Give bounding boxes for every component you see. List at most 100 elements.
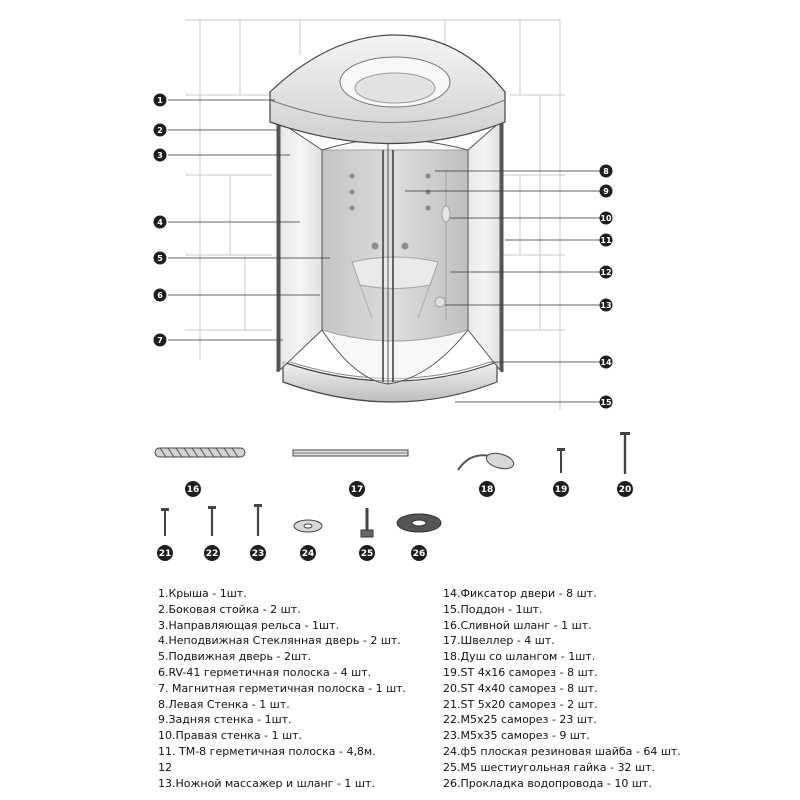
- callout-badge: 3: [153, 148, 167, 162]
- callout-badge: 12: [599, 265, 613, 279]
- legend-item: 26.Прокладка водопровода - 10 шт.: [443, 776, 652, 790]
- legend-item: 12: [158, 760, 172, 774]
- legend-item: 10.Правая стенка - 1 шт.: [158, 729, 303, 743]
- svg-text:22: 22: [206, 549, 219, 559]
- legend-item: 23.M5x35 саморез - 9 шт.: [443, 729, 590, 743]
- part-badge: 26: [411, 545, 427, 561]
- svg-text:11: 11: [600, 236, 612, 245]
- svg-text:17: 17: [351, 485, 364, 495]
- svg-text:8: 8: [603, 167, 609, 176]
- part-badge: 22: [204, 545, 220, 561]
- svg-text:23: 23: [252, 549, 265, 559]
- hand-shower-icon: [457, 452, 515, 471]
- legend-item: 24.ф5 плоская резиновая шайба - 64 шт.: [443, 744, 681, 758]
- callouts-right: 8 9 10 11 12 13 14 15: [599, 164, 613, 409]
- part-badge: 17: [349, 481, 365, 497]
- svg-text:15: 15: [600, 398, 612, 407]
- legend-item: 5.Подвижная дверь - 2шт.: [158, 650, 311, 664]
- channel-profile-icon: [292, 449, 409, 457]
- callout-badge: 6: [153, 288, 167, 302]
- legend-item: 21.ST 5x20 саморез - 2 шт.: [443, 697, 598, 711]
- callout-badge: 11: [599, 233, 613, 247]
- legend-item: 18.Душ со шлангом - 1шт.: [443, 650, 596, 664]
- callout-badge: 13: [599, 298, 613, 312]
- screw-icon: [161, 508, 169, 536]
- screw-icon: [208, 506, 216, 536]
- svg-text:9: 9: [603, 187, 609, 196]
- svg-text:19: 19: [555, 485, 568, 495]
- svg-text:4: 4: [157, 218, 163, 227]
- parts-list-left: 1.Крыша - 1шт. 2.Боковая стойка - 2 шт. …: [158, 586, 406, 791]
- legend-item: 13.Ножной массажер и шланг - 1 шт.: [158, 776, 375, 790]
- callout-badge: 15: [599, 395, 613, 409]
- part-badge: 18: [479, 481, 495, 497]
- legend-item: 9.Задняя стенка - 1шт.: [158, 713, 292, 727]
- callout-badge: 4: [153, 215, 167, 229]
- callout-badge: 8: [599, 164, 613, 178]
- svg-text:25: 25: [361, 549, 374, 559]
- legend-item: 22.M5x25 саморез - 23 шт.: [443, 713, 597, 727]
- svg-text:16: 16: [187, 485, 200, 495]
- svg-text:1: 1: [157, 96, 163, 105]
- legend-item: 19.ST 4x16 саморез - 8 шт.: [443, 665, 598, 679]
- legend-item: 2.Боковая стойка - 2 шт.: [158, 602, 301, 616]
- legend-item: 20.ST 4x40 саморез - 8 шт.: [443, 681, 598, 695]
- svg-text:26: 26: [413, 549, 426, 559]
- screw-icon: [557, 448, 565, 473]
- part-badge: 25: [359, 545, 375, 561]
- part-badge: 19: [553, 481, 569, 497]
- legend-item: 1.Крыша - 1шт.: [158, 587, 247, 600]
- legend-item: 11. ТМ-8 герметичная полоска - 4,8м.: [158, 744, 376, 758]
- legend-item: 15.Поддон - 1шт.: [443, 602, 543, 616]
- part-badge: 20: [617, 481, 633, 497]
- callout-badge: 14: [599, 355, 613, 369]
- callout-badge: 9: [599, 184, 613, 198]
- legend-item: 16.Сливной шланг - 1 шт.: [443, 618, 592, 632]
- svg-text:6: 6: [157, 291, 163, 300]
- long-screw-icon: [620, 432, 630, 474]
- callouts-left: 1 2 3 4 5 6 7: [153, 93, 167, 347]
- leader-lines: [168, 99, 600, 403]
- accessories-row-1-badges: 16 17 18 19 20: [185, 481, 633, 497]
- drain-hose-icon: [154, 447, 246, 458]
- svg-text:13: 13: [600, 301, 611, 310]
- svg-text:14: 14: [600, 358, 612, 367]
- svg-text:20: 20: [619, 485, 632, 495]
- svg-text:10: 10: [600, 214, 612, 223]
- svg-text:5: 5: [157, 254, 163, 263]
- legend-item: 7. Магнитная герметичная полоска - 1 шт.: [158, 681, 407, 695]
- shower-cabin: [269, 34, 506, 403]
- svg-text:7: 7: [157, 336, 163, 345]
- part-badge: 21: [157, 545, 173, 561]
- svg-text:3: 3: [157, 151, 163, 160]
- svg-text:18: 18: [481, 485, 494, 495]
- water-gasket-icon: [396, 513, 442, 533]
- part-badge: 24: [300, 545, 316, 561]
- legend-item: 4.Неподвижная Стеклянная дверь - 2 шт.: [158, 634, 401, 648]
- washer-icon: [293, 519, 323, 533]
- svg-text:12: 12: [600, 268, 611, 277]
- legend-item: 14.Фиксатор двери - 8 шт.: [443, 587, 597, 600]
- legend-item: 3.Направляющая рельса - 1шт.: [158, 618, 340, 632]
- accessories-row-2: [161, 504, 442, 538]
- legend-item: 25.M5 шестиугольная гайка - 32 шт.: [443, 760, 655, 774]
- wall-tiles: [185, 19, 565, 410]
- screw-icon: [254, 504, 262, 536]
- hex-nut-icon: [360, 508, 374, 538]
- svg-text:24: 24: [302, 549, 315, 559]
- parts-list-right: 14.Фиксатор двери - 8 шт. 15.Поддон - 1ш…: [443, 586, 681, 791]
- accessories-row-1: [154, 432, 630, 474]
- part-badge: 23: [250, 545, 266, 561]
- legend-item: 6.RV-41 герметичная полоска - 4 шт.: [158, 665, 372, 679]
- svg-text:2: 2: [157, 126, 163, 135]
- part-badge: 16: [185, 481, 201, 497]
- svg-text:21: 21: [159, 549, 172, 559]
- callout-badge: 10: [599, 211, 613, 225]
- legend-item: 8.Левая Стенка - 1 шт.: [158, 697, 290, 711]
- accessories-row-2-badges: 21 22 23 24 25 26: [157, 545, 427, 561]
- callout-badge: 7: [153, 333, 167, 347]
- callout-badge: 1: [153, 93, 167, 107]
- callout-badge: 5: [153, 251, 167, 265]
- callout-badge: 2: [153, 123, 167, 137]
